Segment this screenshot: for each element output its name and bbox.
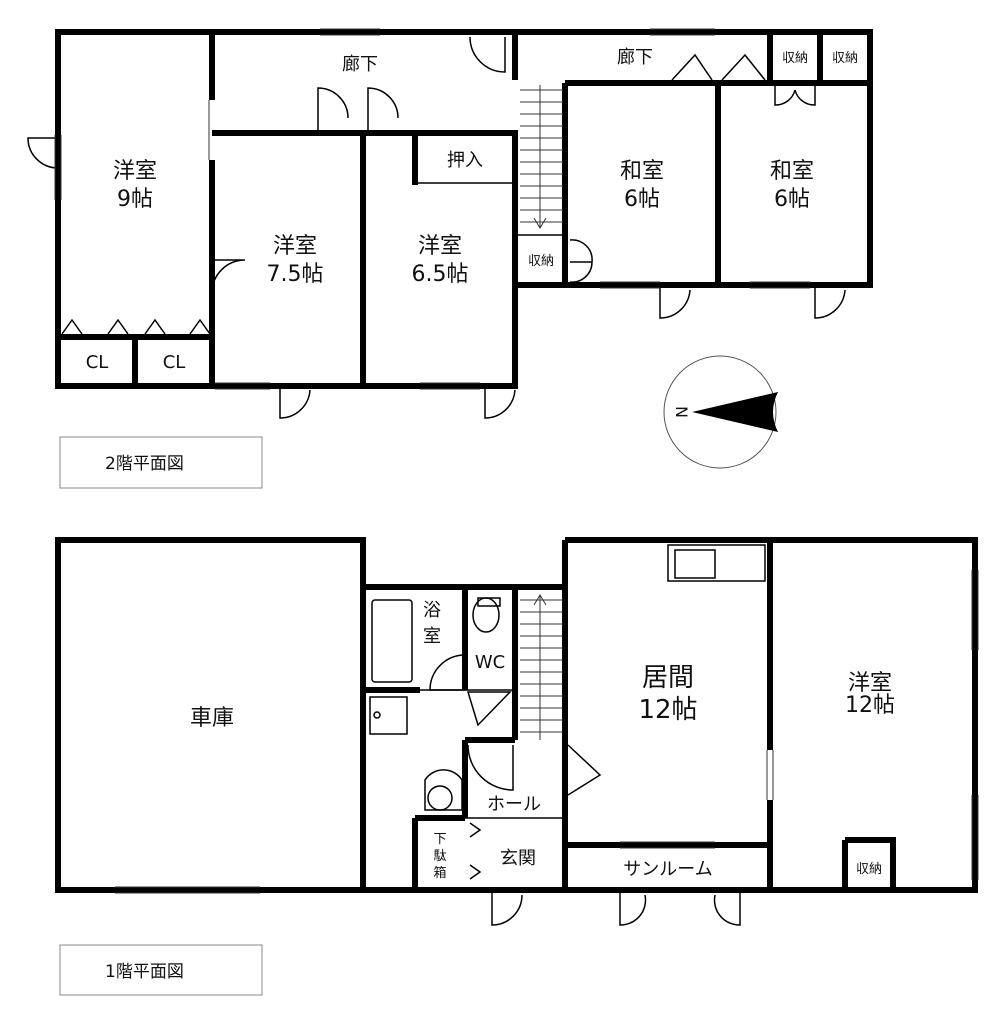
hall-label: ホール	[487, 794, 541, 815]
floor-1-plan: 車庫 浴 室 WC ホール 玄関 下 駄 箱 居間 12帖 サンルーム 洋室 1…	[55, 537, 979, 996]
wc-label: WC	[475, 652, 505, 673]
doors-1f	[429, 654, 741, 926]
room-size: 12帖	[845, 693, 895, 718]
garage-label: 車庫	[190, 706, 234, 731]
wall	[412, 740, 468, 890]
sunroom-label: サンルーム	[623, 859, 712, 880]
room-label: 洋室	[848, 671, 892, 696]
floor-2-title: 2階平面図	[105, 454, 184, 474]
living-size: 12帖	[638, 695, 697, 725]
corridor-label: 廊下	[342, 54, 378, 75]
shoebox-label: 箱	[433, 865, 446, 881]
windows-2f	[54, 28, 810, 390]
wall	[363, 587, 518, 743]
floor-1-title: 1階平面図	[105, 962, 184, 982]
room-label: 洋室	[273, 234, 317, 259]
room-size: 6帖	[624, 187, 660, 212]
room-label: 和室	[620, 159, 664, 184]
corridor-label: 廊下	[617, 47, 653, 68]
fixtures-1f	[369, 544, 766, 811]
room-label: 洋室	[418, 234, 462, 259]
staircase-1f	[520, 594, 563, 740]
compass-north-label: N	[672, 406, 691, 418]
bath-label: 室	[423, 626, 441, 647]
windows-1f	[115, 570, 979, 894]
room-label: 和室	[770, 159, 814, 184]
closet-label: CL	[86, 352, 109, 373]
storage-label: 収納	[832, 51, 858, 66]
wall	[565, 837, 896, 890]
staircase-2f	[520, 85, 563, 229]
floor-2-plan: 洋室 9帖 洋室 7.5帖 洋室 6.5帖 和室 6帖 和室 6帖 廊下 廊下 …	[27, 28, 873, 489]
room-size: 6帖	[774, 187, 810, 212]
storage-label: 収納	[782, 51, 808, 66]
shoebox-label: 駄	[433, 849, 446, 864]
floor-1-title-box	[59, 944, 263, 996]
room-size: 7.5帖	[267, 262, 324, 287]
wall	[767, 32, 823, 83]
bath-label: 浴	[423, 600, 441, 621]
shoebox-label: 下	[433, 832, 446, 847]
compass-icon: N	[663, 355, 778, 469]
storage-label: 収納	[528, 254, 554, 269]
room-size: 6.5帖	[412, 262, 469, 287]
oshiire-label: 押入	[447, 150, 483, 171]
storage-label: 収納	[856, 862, 882, 877]
wall	[58, 334, 212, 386]
room-size: 9帖	[117, 187, 153, 212]
entrance-label: 玄関	[500, 848, 536, 869]
living-label: 居間	[642, 663, 694, 693]
room-label: 洋室	[113, 159, 157, 184]
closet-label: CL	[163, 352, 186, 373]
floor-2-title-box	[59, 436, 263, 489]
doors-2f	[27, 36, 846, 419]
